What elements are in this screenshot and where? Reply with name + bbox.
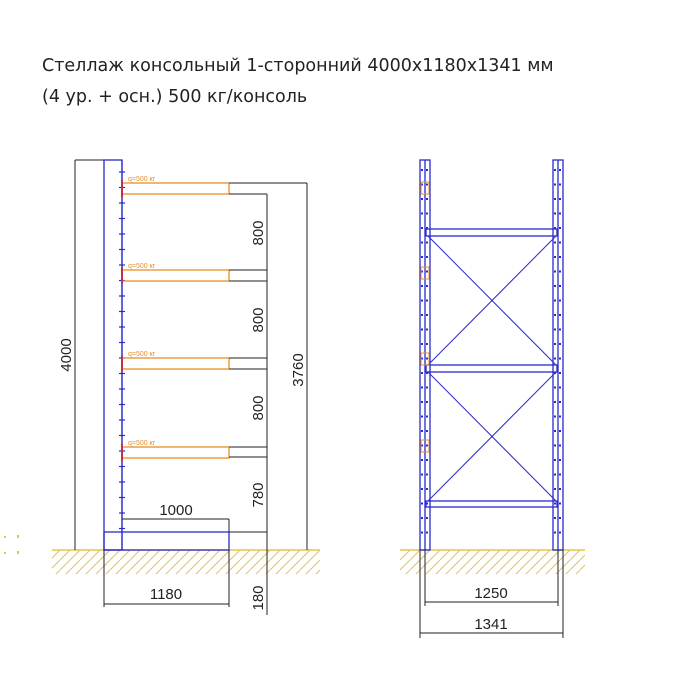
- front-frame: [419, 159, 564, 551]
- arm-brackets: [420, 181, 430, 453]
- title-line-1: Стеллаж консольный 1-сторонний 4000x1180…: [42, 56, 554, 76]
- title-line-2: (4 ур. + осн.) 500 кг/консоль: [42, 87, 308, 107]
- dim-base-height: 180: [250, 585, 267, 610]
- load-label: q=500 кг: [128, 176, 156, 183]
- dim-inner-width: 1250: [474, 585, 507, 602]
- arm-4: q=500 кг: [121, 440, 230, 461]
- arm-1: q=500 кг: [121, 176, 230, 197]
- front-dimensions: [419, 550, 564, 638]
- arms: q=500 кг q=500 кг q=500 кг q=500 кг: [121, 176, 230, 461]
- dim-outer-width: 1341: [474, 616, 507, 633]
- load-label: q=500 кг: [128, 263, 156, 270]
- dim-level-3: 800: [250, 395, 267, 420]
- ground-left: [52, 549, 320, 574]
- arm-3: q=500 кг: [121, 351, 230, 372]
- dim-level-4: 780: [250, 482, 267, 507]
- side-dimensions: [74, 159, 308, 615]
- dim-level-2: 800: [250, 307, 267, 332]
- dim-total-height: 4000: [58, 338, 75, 371]
- upright-perforation: [421, 169, 562, 534]
- arm-2: q=500 кг: [121, 263, 230, 284]
- load-label: q=500 кг: [128, 351, 156, 358]
- dim-top-arm-height: 3760: [290, 353, 307, 386]
- dim-base-depth: 1180: [150, 586, 182, 603]
- dim-level-1: 800: [250, 220, 267, 245]
- stray-marks: [4, 535, 19, 554]
- load-label: q=500 кг: [128, 440, 156, 447]
- ground-right: [400, 549, 585, 574]
- dim-arm-length: 1000: [159, 502, 192, 519]
